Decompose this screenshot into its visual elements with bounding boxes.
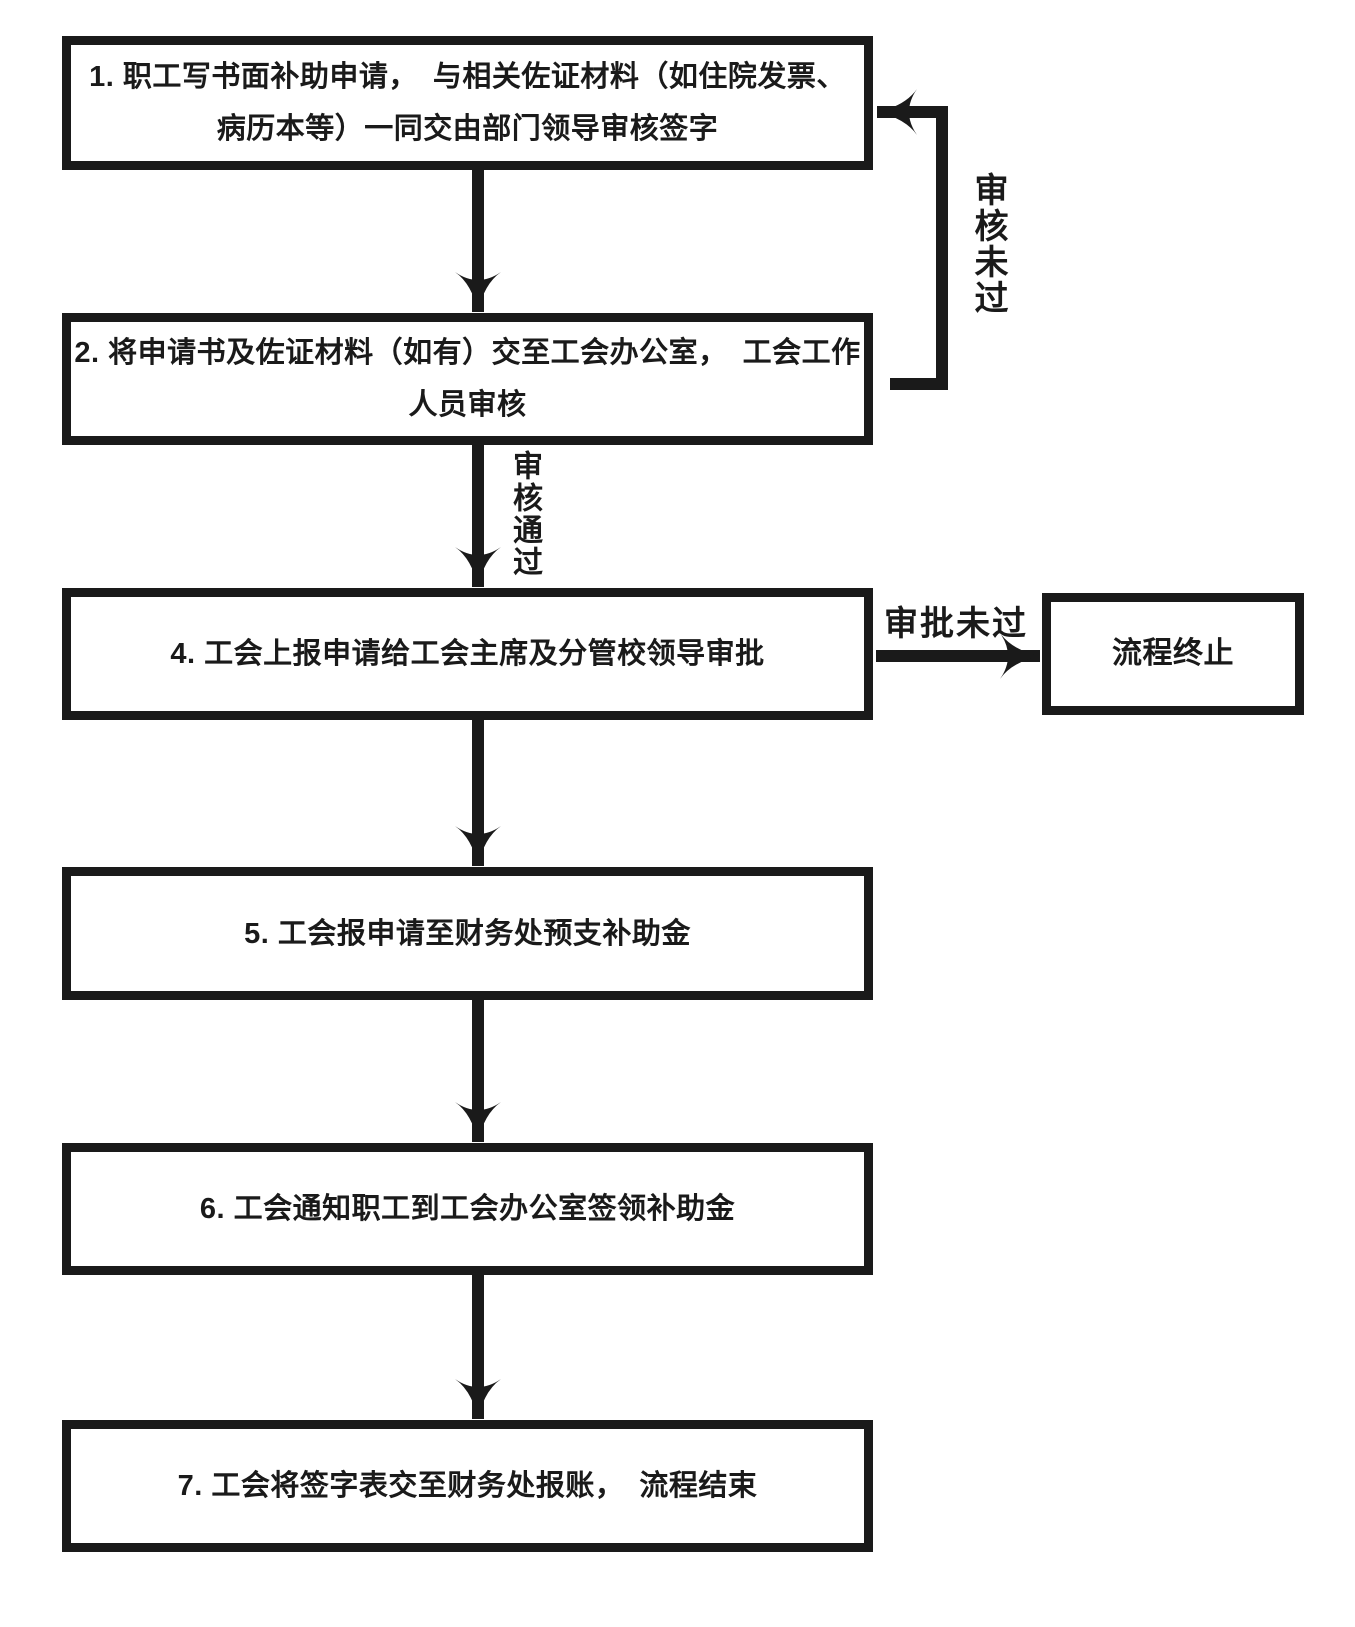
node-step2: 2. 将申请书及佐证材料（如有）交至工会办公室， 工会工作 人员审核 bbox=[62, 313, 873, 445]
label-review-pass: 审核通过 bbox=[508, 450, 541, 578]
label-approve-fail: 审批未过 bbox=[884, 605, 1028, 643]
node-step5-line1: 5. 工会报申请至财务处预支补助金 bbox=[244, 917, 691, 950]
node-step4-line1: 4. 工会上报申请给工会主席及分管校领导审批 bbox=[170, 638, 765, 670]
node-step4: 4. 工会上报申请给工会主席及分管校领导审批 bbox=[62, 588, 873, 720]
node-step7-line1: 7. 工会将签字表交至财务处报账， 流程结束 bbox=[177, 1470, 758, 1502]
node-terminate: 流程终止 bbox=[1042, 593, 1304, 715]
node-step2-line2: 人员审核 bbox=[408, 389, 527, 421]
node-terminate-line1: 流程终止 bbox=[1112, 637, 1234, 670]
node-step7: 7. 工会将签字表交至财务处报账， 流程结束 bbox=[62, 1420, 873, 1552]
node-step5: 5. 工会报申请至财务处预支补助金 bbox=[62, 867, 873, 1000]
label-review-fail: 审核未过 bbox=[969, 172, 1007, 316]
node-step2-line1: 2. 将申请书及佐证材料（如有）交至工会办公室， 工会工作 bbox=[74, 337, 861, 369]
node-step1-line1: 1. 职工写书面补助申请， 与相关佐证材料（如住院发票、 bbox=[89, 61, 846, 93]
node-step6: 6. 工会通知职工到工会办公室签领补助金 bbox=[62, 1143, 873, 1275]
arrow-feedback-step2-to-step1 bbox=[877, 89, 948, 390]
node-step6-line1: 6. 工会通知职工到工会办公室签领补助金 bbox=[199, 1193, 736, 1225]
node-step1: 1. 职工写书面补助申请， 与相关佐证材料（如住院发票、 病历本等）一同交由部门… bbox=[62, 36, 873, 170]
node-step1-line2: 病历本等）一同交由部门领导审核签字 bbox=[216, 113, 719, 145]
